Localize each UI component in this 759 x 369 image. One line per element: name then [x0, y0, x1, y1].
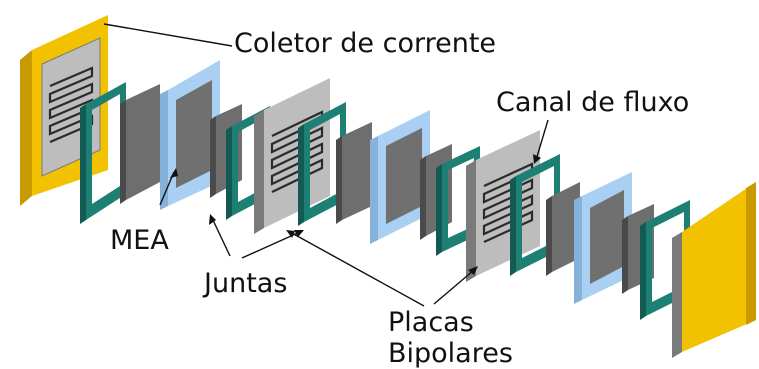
gas-diffusion-layer-3 [336, 122, 372, 224]
leader-flow-channel [535, 119, 549, 161]
gasket-1 [80, 82, 126, 224]
leader-bipolar-a [289, 231, 425, 307]
collector-left-side [20, 50, 32, 206]
gasket-4 [436, 146, 480, 256]
gasket-5-frame [516, 154, 560, 272]
gasket-4-side [436, 164, 442, 256]
arrow-mea [170, 168, 178, 178]
leader-gasket-b [241, 231, 301, 259]
gdl-3-side [336, 136, 342, 224]
gasket-6 [640, 200, 690, 320]
collector-right-face [682, 182, 756, 352]
bipolar-plate-2 [466, 130, 540, 282]
gasket-3-frame [304, 102, 346, 222]
gdl-5-face [552, 182, 580, 272]
label-bipolar-plates-line2: Bipolares [388, 338, 513, 369]
label-bipolar-plates-line1: Placas [388, 307, 474, 338]
arrow-gasket-a [209, 214, 216, 225]
mea-1-inner [176, 80, 212, 188]
label-mea: MEA [110, 225, 169, 256]
gasket-6-side [640, 222, 646, 320]
current-collector-left [20, 15, 108, 206]
gas-diffusion-layer-1 [120, 84, 160, 204]
arrow-flow [533, 154, 541, 164]
mea-3-side [574, 196, 582, 304]
gasket-5-side [510, 176, 516, 276]
gdl-1-side [120, 100, 126, 204]
bipolar-1-grooves [270, 110, 324, 193]
arrow-bipolar-b [468, 266, 478, 275]
leader-arrowheads [170, 154, 541, 275]
collector-left-grooves [48, 66, 94, 144]
gasket-2-side [226, 126, 232, 220]
mea-1 [160, 60, 220, 210]
bipolar-2-side [466, 160, 476, 282]
gasket-3 [298, 102, 346, 226]
arrow-gasket-b [294, 230, 304, 237]
gdl-4-side [420, 156, 426, 240]
gasket-3-side [298, 124, 304, 226]
gasket-6-frame [646, 200, 690, 316]
leader-collector [103, 23, 233, 47]
label-current-collector: Coletor de corrente [234, 28, 496, 59]
gdl-1-face [126, 84, 160, 200]
bipolar-1-side [254, 110, 264, 234]
collector-right-edge [746, 182, 756, 325]
gasket-5 [510, 154, 560, 276]
current-collector-right [672, 182, 756, 358]
mea-1-side [160, 90, 168, 210]
arrow-bipolar-a [286, 230, 295, 238]
leader-gasket-a [211, 217, 231, 257]
mea-3 [574, 172, 632, 304]
mea-3-inner [590, 190, 624, 284]
mea-2 [370, 110, 430, 244]
label-gaskets: Juntas [202, 268, 287, 299]
gdl-2-side [210, 116, 216, 198]
gdl-3-face [342, 122, 372, 220]
mea-2-side [370, 136, 378, 244]
leader-bipolar-b [433, 269, 475, 305]
gdl-5-side [546, 196, 552, 276]
bipolar-2-grooves [482, 162, 534, 243]
collector-right-side [672, 232, 682, 358]
gdl-6-side [622, 216, 628, 294]
label-flow-channel: Canal de fluxo [496, 87, 689, 118]
gasket-1-side [80, 104, 86, 224]
mea-2-inner [386, 128, 422, 224]
bipolar-plate-1 [254, 78, 330, 234]
gasket-4-frame [442, 146, 480, 252]
gasket-1-frame [86, 82, 126, 220]
gas-diffusion-layer-5 [546, 182, 580, 276]
